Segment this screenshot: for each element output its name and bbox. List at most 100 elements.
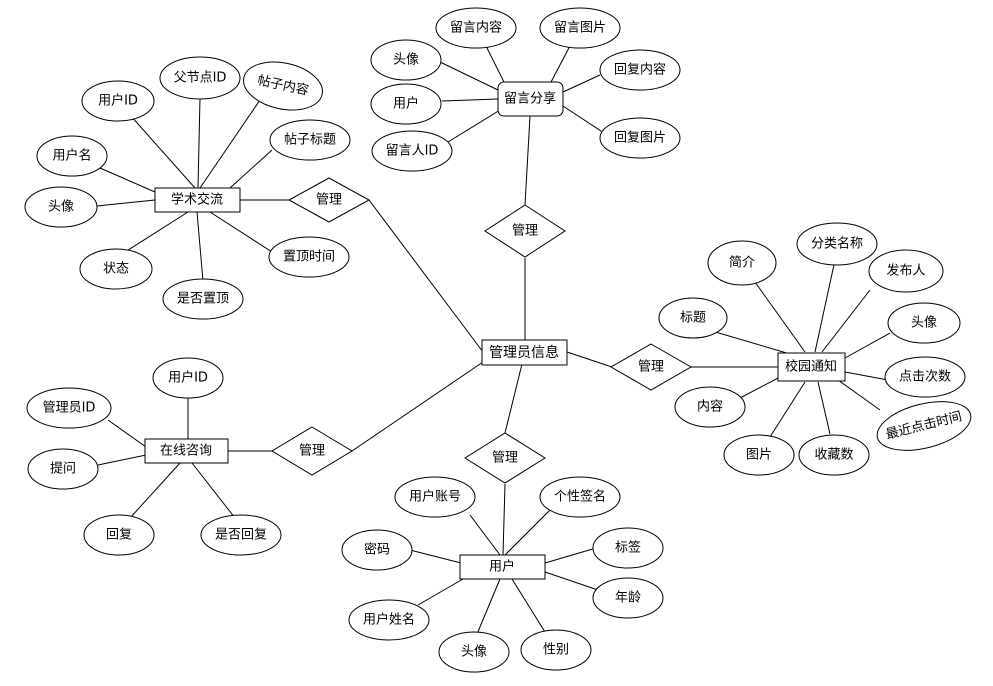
attribute: 用户名 <box>36 135 108 177</box>
attribute: 留言图片 <box>539 7 621 49</box>
entity-label: 留言分享 <box>504 91 556 107</box>
edge-consult-attr <box>97 454 147 466</box>
edge-notice-attr <box>769 381 806 438</box>
attribute-ellipse <box>884 356 966 398</box>
attribute-label: 年龄 <box>615 591 641 606</box>
attribute: 帖子标题 <box>269 119 351 161</box>
attribute-ellipse <box>658 297 728 339</box>
edge-user-attr <box>504 509 551 556</box>
entity-box <box>459 554 546 580</box>
edge-consult-attr <box>129 462 181 519</box>
edge-notice-attr <box>711 330 791 355</box>
edge-notice-attr <box>821 289 871 353</box>
attribute: 父节点ID <box>159 56 241 100</box>
attribute: 状态 <box>79 248 153 290</box>
attribute: 用户 <box>370 83 442 125</box>
attribute: 是否置顶 <box>162 278 244 320</box>
attribute: 简介 <box>707 240 777 286</box>
attribute: 置顶时间 <box>268 236 350 278</box>
attribute-ellipse <box>371 130 453 172</box>
attribute: 密码 <box>341 529 413 571</box>
attribute: 点击次数 <box>884 356 966 398</box>
attribute-label: 头像 <box>48 200 74 215</box>
edge-user-attr <box>511 578 546 633</box>
attribute-ellipse <box>438 631 510 673</box>
relationship-diamond <box>271 426 353 476</box>
attribute-ellipse <box>159 56 241 100</box>
edge-notice-attr <box>844 332 891 359</box>
edge-academic-attr <box>209 211 273 253</box>
attribute: 头像 <box>438 631 510 673</box>
attribute: 帖子内容 <box>243 61 323 111</box>
entity-user: 用户 <box>459 554 546 580</box>
attribute-label: 父节点ID <box>174 71 227 86</box>
attribute-ellipse <box>592 527 664 569</box>
attribute-ellipse <box>370 83 442 125</box>
attribute-label: 内容 <box>697 399 723 415</box>
entity-label: 在线咨询 <box>160 444 212 459</box>
attribute: 年龄 <box>592 577 664 619</box>
attribute: 个性签名 <box>539 476 621 518</box>
edge-notice-attr <box>754 281 806 353</box>
attribute-ellipse <box>707 240 777 286</box>
edge-admin-rel-user <box>504 363 523 434</box>
attribute-ellipse <box>887 302 961 344</box>
edge-academic-attr <box>129 114 196 189</box>
edge-consult-attr <box>191 462 236 519</box>
attribute: 回复 <box>83 514 155 556</box>
edge-notice-attr <box>817 381 831 435</box>
attribute-label: 用户名 <box>52 148 91 164</box>
attribute-ellipse <box>435 7 517 49</box>
attribute: 性别 <box>520 629 592 671</box>
attribute: 用户账号 <box>394 476 476 518</box>
attribute-ellipse <box>348 599 430 641</box>
attribute-label: 头像 <box>461 645 487 660</box>
attribute-label: 标签 <box>615 540 641 556</box>
attribute: 回复图片 <box>599 117 681 159</box>
attribute-label: 头像 <box>393 53 419 68</box>
edge-user-attr <box>544 571 599 591</box>
attribute-label: 回复图片 <box>614 131 666 146</box>
attribute-ellipse <box>868 249 944 293</box>
attribute-ellipse <box>81 80 155 122</box>
attribute-label: 发布人 <box>886 263 925 279</box>
edge-message-attr <box>439 61 499 91</box>
attribute-ellipse <box>152 357 224 399</box>
attribute: 分类名称 <box>796 222 878 266</box>
attribute: 内容 <box>674 386 746 428</box>
attribute-ellipse <box>674 386 746 428</box>
entity-message: 留言分享 <box>497 81 564 117</box>
attribute-label: 个性签名 <box>554 489 606 505</box>
edge-user-attr <box>417 578 464 606</box>
attribute-label: 提问 <box>50 461 76 477</box>
attribute-label: 置顶时间 <box>283 250 335 265</box>
attribute-ellipse <box>796 222 878 266</box>
edge-notice-attr <box>837 379 881 411</box>
attribute-ellipse <box>599 49 681 91</box>
edge-academic-attr <box>196 211 204 282</box>
attribute-ellipse <box>268 236 350 278</box>
attribute-label: 状态 <box>103 262 129 277</box>
attribute-ellipse <box>36 135 108 177</box>
attribute-label: 是否置顶 <box>177 292 229 307</box>
attribute-label: 图片 <box>746 448 772 463</box>
attribute-ellipse <box>243 61 323 111</box>
edge-user-attr <box>476 578 501 635</box>
edge-rel-user-user <box>502 483 506 556</box>
edge-message-attr <box>562 105 605 134</box>
attribute-ellipse <box>27 448 99 490</box>
edge-admin-rel-consult <box>351 361 484 452</box>
edge-message-attr <box>447 109 501 143</box>
edge-user-attr <box>544 547 597 564</box>
entity-admin: 管理员信息 <box>481 339 568 366</box>
attributes-user: 用户账号 个性签名 密码 标签 年龄 用户姓名 头像 性别 <box>341 476 664 673</box>
edge-user-attr <box>469 514 501 556</box>
attribute-ellipse <box>539 476 621 518</box>
attribute-ellipse <box>370 39 442 81</box>
attribute: 用户ID <box>152 357 224 399</box>
attribute: 标签 <box>592 527 664 569</box>
edge-academic-attr <box>199 99 261 189</box>
attribute-ellipse <box>592 577 664 619</box>
entity-notice: 校园通知 <box>777 352 846 382</box>
entity-box <box>777 352 846 382</box>
